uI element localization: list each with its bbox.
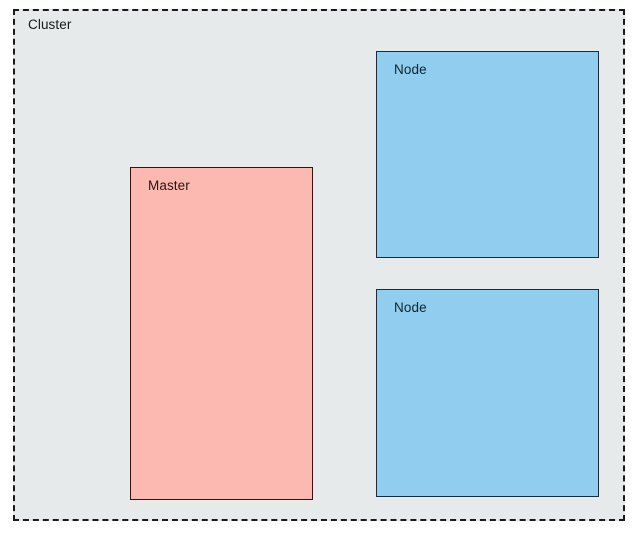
node-box-2[interactable]: Node — [376, 289, 599, 497]
master-box[interactable]: Master — [130, 167, 313, 500]
node-box-2-label: Node — [394, 300, 427, 315]
node-box-1-label: Node — [394, 62, 427, 77]
cluster-container[interactable]: Cluster Master Node Node — [13, 9, 625, 521]
cluster-label: Cluster — [28, 17, 72, 32]
node-box-1[interactable]: Node — [376, 51, 599, 258]
master-label: Master — [148, 178, 190, 193]
